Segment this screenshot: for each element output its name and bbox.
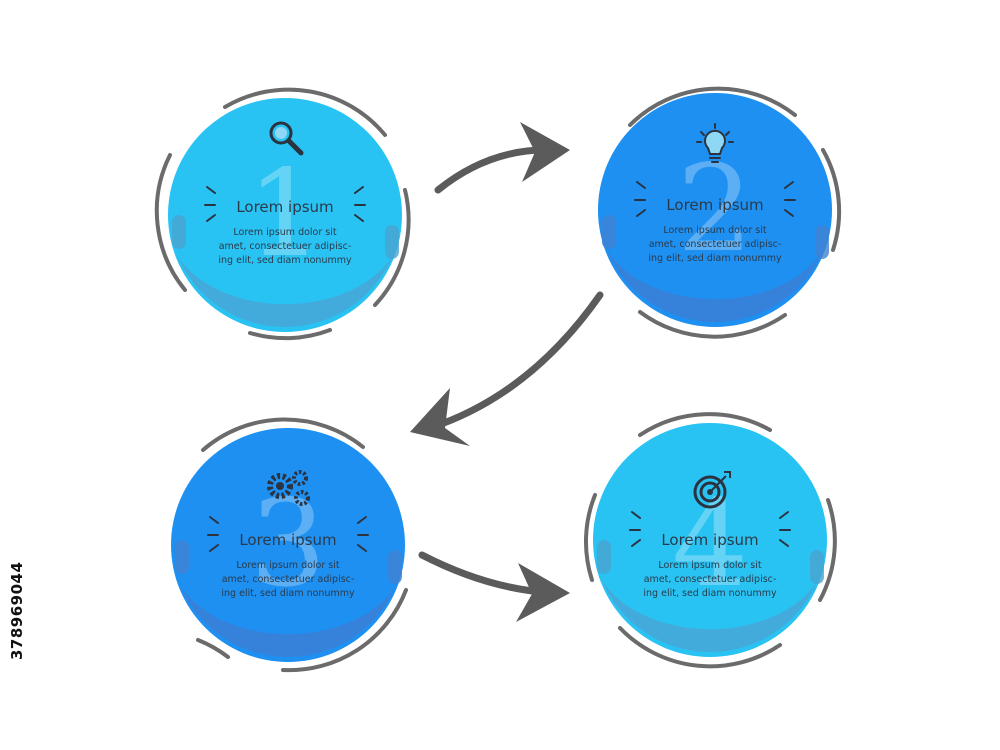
step-1-outer-ring-top: [223, 87, 387, 137]
step-3-outer-ring-left: [196, 638, 230, 659]
step-2-highlight-left: [602, 215, 616, 249]
step-2-body-line-1: Lorem ipsum dolor sit: [663, 225, 766, 236]
step-1-body-line-2: amet, consectetuer adipisc-: [219, 241, 352, 252]
arrow-2-to-3: [410, 291, 604, 446]
step-4-outer-ring-top: [638, 412, 772, 437]
step-2-highlight-right: [815, 225, 829, 259]
step-4-highlight-right: [810, 550, 824, 584]
step-1-body-line-3: ing elit, sed diam nonummy: [218, 255, 352, 266]
step-4-spark-right: [779, 511, 791, 547]
step-1-circle: [168, 98, 402, 332]
stock-id-text: 378969044: [8, 561, 26, 660]
step-3-spark-left: [207, 516, 219, 552]
step-1-title: Lorem ipsum: [236, 198, 333, 216]
step-4-outer-ring-bottom: [618, 626, 782, 669]
step-3-number: 3: [250, 475, 326, 614]
step-4-outer-ring-right: [818, 498, 837, 602]
step-4-shade: [602, 580, 818, 652]
step-3-body-line-1: Lorem ipsum dolor sit: [236, 560, 339, 571]
step-1-spark-right: [354, 186, 366, 222]
step-4-body-line-1: Lorem ipsum dolor sit: [658, 560, 761, 571]
target-icon: [693, 471, 731, 509]
step-1-outer-ring-bottom: [248, 328, 332, 341]
step-2-outer-ring-top: [628, 86, 797, 127]
step-3-highlight-right: [388, 550, 402, 584]
step-3-outer-ring-top: [201, 417, 365, 452]
step-3-body-line-3: ing elit, sed diam nonummy: [221, 588, 355, 599]
step-2-outer-ring-right: [821, 148, 842, 252]
step-4-body-line-2: amet, consectetuer adipisc-: [644, 574, 777, 585]
step-1-number: 1: [247, 145, 323, 284]
step-3-spark-right: [357, 516, 369, 552]
step-1-spark-left: [204, 186, 216, 222]
step-1-highlight-right: [385, 225, 399, 259]
arrow-3-to-4: [418, 551, 570, 622]
step-1-body-line-1: Lorem ipsum dolor sit: [233, 227, 336, 238]
step-3-body-line-2: amet, consectetuer adipisc-: [222, 574, 355, 585]
step-1-highlight-left: [172, 215, 186, 249]
step-2-title: Lorem ipsum: [666, 196, 763, 214]
step-4-outer-ring-left: [584, 493, 597, 582]
step-2-shade: [607, 250, 823, 323]
step-2-spark-right: [784, 181, 796, 217]
step-2-body-line-3: ing elit, sed diam nonummy: [648, 253, 782, 264]
gears-icon: [267, 470, 310, 506]
step-2-outer-ring-bottom: [638, 310, 787, 339]
step-2-body-line-2: amet, consectetuer adipisc-: [649, 239, 782, 250]
stock-id-label: 378969044: [8, 500, 26, 660]
arrow-1-to-2: [434, 122, 570, 194]
step-2-circle: [598, 93, 832, 327]
step-2-spark-left: [634, 181, 646, 217]
step-4-circle: [593, 423, 827, 657]
step-4-spark-left: [629, 511, 641, 547]
step-4-title: Lorem ipsum: [661, 531, 758, 549]
magnifier-icon: [269, 121, 304, 156]
step-1: 1 Lorem ipsum Lorem ipsum dolor sit amet…: [154, 87, 411, 341]
step-2-number: 2: [677, 140, 753, 279]
step-2: 2 Lorem ipsum Lorem ipsum dolor sit amet…: [598, 86, 842, 339]
step-4-highlight-left: [597, 540, 611, 574]
step-4-number: 4: [672, 475, 748, 614]
step-3-outer-ring-bottom: [281, 588, 408, 673]
step-3-title: Lorem ipsum: [239, 531, 336, 549]
step-1-shade: [177, 255, 393, 328]
step-3-highlight-left: [175, 540, 189, 574]
step-3: 3 Lorem ipsum Lorem ipsum dolor sit amet…: [171, 417, 408, 673]
step-4: 4 Lorem ipsum Lorem ipsum dolor sit amet…: [584, 412, 837, 669]
step-1-outer-ring: [154, 153, 187, 292]
step-3-shade: [180, 585, 396, 657]
step-4-body-line-3: ing elit, sed diam nonummy: [643, 588, 777, 599]
lightbulb-icon: [696, 123, 734, 163]
step-3-circle: [171, 428, 405, 662]
step-1-outer-ring-right: [373, 188, 411, 307]
